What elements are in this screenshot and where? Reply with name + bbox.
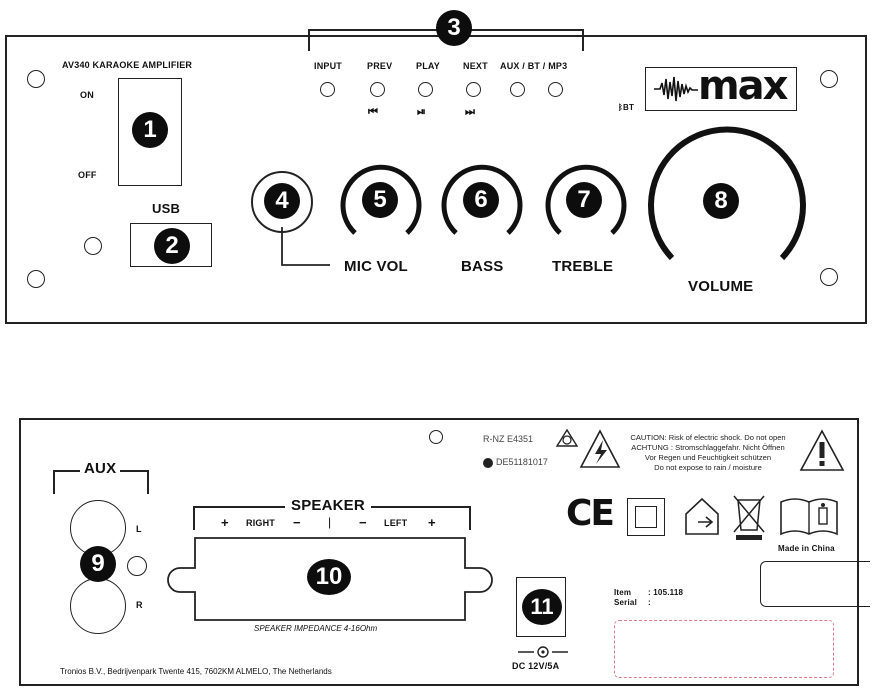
switch-off-label: OFF — [78, 170, 97, 180]
rcm-mark-icon — [555, 428, 579, 447]
power-switch[interactable] — [118, 78, 182, 186]
callout-3: 3 — [436, 10, 472, 46]
callout-6: 6 — [463, 182, 499, 218]
callout-5: 5 — [362, 182, 398, 218]
screw-hole-rear — [429, 430, 443, 444]
general-warning-icon — [799, 429, 845, 471]
aux-right-jack[interactable] — [70, 578, 126, 634]
aux-bt-mp3-button-a[interactable] — [510, 82, 525, 97]
aux-l-label: L — [136, 524, 142, 534]
button-prev-label: PREV — [367, 61, 393, 71]
brand-name: max — [698, 63, 788, 109]
left-minus: − — [359, 515, 367, 530]
speaker-label: SPEAKER — [285, 497, 371, 514]
serial-label: Serial — [614, 598, 637, 607]
next-icon: ⏭ — [465, 106, 476, 118]
callout-1: 1 — [132, 112, 168, 148]
treble-label: TREBLE — [552, 258, 614, 275]
callout-2: 2 — [154, 228, 190, 264]
volume-label: VOLUME — [688, 278, 754, 295]
de-code: DE51181017 — [496, 457, 548, 467]
rnz-label: R-NZ E4351 — [483, 434, 534, 444]
left-label: LEFT — [384, 518, 408, 528]
double-insulation-icon — [627, 498, 665, 536]
right-plus: + — [221, 515, 229, 530]
aux-r-label: R — [136, 600, 143, 610]
prev-icon: ⏮ — [368, 106, 379, 118]
manual-book-icon — [780, 498, 838, 536]
mic-vol-knob[interactable] — [335, 155, 425, 245]
de-mark-icon — [483, 458, 493, 468]
dc-label: DC 12V/5A — [512, 661, 560, 671]
aux-label: AUX — [80, 460, 121, 477]
volume-knob[interactable] — [642, 123, 812, 273]
weee-bin-icon — [733, 495, 765, 540]
switch-on-label: ON — [80, 90, 94, 100]
mount-hole-front-bl — [27, 270, 45, 288]
mount-hole-front-tl — [27, 70, 45, 88]
mic-vol-label: MIC VOL — [344, 258, 408, 275]
model-label: AV340 KARAOKE AMPLIFIER — [62, 60, 193, 70]
aux-bt-mp3-button-b[interactable] — [548, 82, 563, 97]
address-text: Tronios B.V., Bedrijvenpark Twente 415, … — [60, 667, 332, 676]
mic-leader-line — [281, 227, 330, 266]
bass-knob[interactable] — [436, 155, 526, 245]
mount-hole-front-tr — [820, 70, 838, 88]
usb-label: USB — [152, 201, 181, 216]
item-value: : 105.118 — [648, 588, 684, 597]
callout-7: 7 — [566, 182, 602, 218]
aux-indicator — [127, 556, 147, 576]
waveform-icon — [654, 76, 698, 102]
left-plus: + — [428, 515, 436, 530]
next-button[interactable] — [466, 82, 481, 97]
item-label: Item — [614, 588, 632, 597]
button-play-label: PLAY — [416, 61, 440, 71]
prev-button[interactable] — [370, 82, 385, 97]
electric-shock-warning-icon — [579, 429, 621, 468]
indoor-use-icon — [685, 497, 719, 535]
treble-knob[interactable] — [540, 155, 630, 245]
button-source-label: AUX / BT / MP3 — [500, 61, 568, 71]
bt-mark: ᛒBT — [618, 103, 634, 112]
bass-label: BASS — [461, 258, 504, 275]
button-input-label: INPUT — [314, 61, 342, 71]
caution-line-1: CAUTION: Risk of electric shock. Do not … — [630, 433, 786, 442]
input-button[interactable] — [320, 82, 335, 97]
caution-line-2: ACHTUNG : Stromschlaggefahr. Nicht Öffne… — [631, 443, 785, 452]
callout-11: 11 — [522, 589, 562, 625]
callout-9: 9 — [80, 546, 116, 582]
caution-text: CAUTION: Risk of electric shock. Do not … — [616, 433, 800, 473]
serial-value: : — [648, 598, 651, 607]
caution-line-3: Vor Regen und Feuchtigkeit schützen — [644, 453, 772, 462]
right-label: RIGHT — [246, 518, 275, 528]
front-panel — [5, 35, 867, 324]
usb-port[interactable] — [130, 223, 212, 267]
play-pause-icon: ⏯ — [417, 106, 426, 118]
led-indicator — [84, 237, 102, 255]
dc-polarity-icon — [518, 646, 568, 658]
caution-line-4: Do not expose to rain / moisture — [654, 463, 762, 472]
callout-10: 10 — [307, 559, 351, 595]
made-in-label: Made in China — [778, 544, 835, 553]
serial-sticker-area — [614, 620, 834, 678]
brand-logo: max — [645, 63, 797, 111]
bluetooth-icon: ᛒ — [618, 103, 623, 112]
label-box — [760, 561, 870, 607]
callout-4: 4 — [264, 183, 300, 219]
dc-jack[interactable] — [516, 577, 566, 637]
speaker-divider: | — [328, 515, 332, 529]
speaker-impedance: SPEAKER IMPEDANCE 4-16Ohm — [254, 624, 378, 633]
mount-hole-front-br — [820, 268, 838, 286]
right-minus: − — [293, 515, 301, 530]
play-button[interactable] — [418, 82, 433, 97]
bt-mark-text: BT — [623, 103, 635, 112]
callout-8: 8 — [703, 183, 739, 219]
ce-mark: CE — [566, 493, 615, 534]
button-next-label: NEXT — [463, 61, 488, 71]
